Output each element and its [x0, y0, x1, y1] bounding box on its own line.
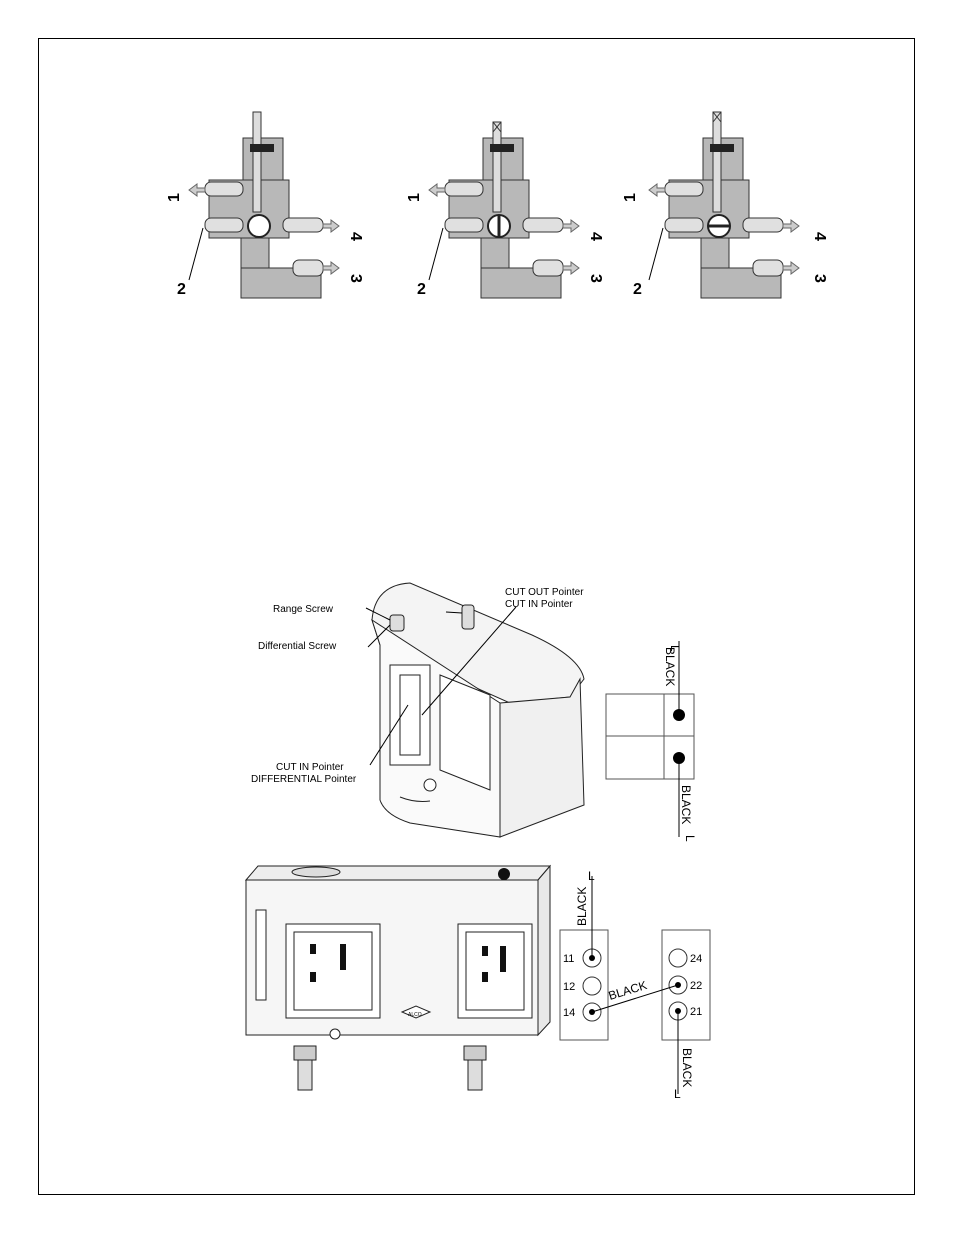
- differential-pointer-label: DIFFERENTIAL Pointer: [251, 774, 357, 785]
- wire-label-bottom: BLACK: [680, 1048, 694, 1087]
- terminal-11-label: 11: [563, 953, 574, 965]
- terminal-24-label: 24: [690, 953, 702, 965]
- wiring-diagram-single: L BLACK BLACK L: [605, 641, 697, 842]
- port-4-label: 4: [347, 232, 364, 241]
- port-3-label: 3: [347, 274, 364, 283]
- valve-diagram-1: 1 2 3 4: [166, 111, 364, 299]
- port-1-label: 1: [406, 193, 423, 202]
- port-3-label: 3: [587, 274, 604, 283]
- pressure-switch-single: Range Screw Differential Screw CUT OUT P…: [251, 582, 697, 842]
- valve-diagram-3: 1 2 3 4: [622, 111, 828, 299]
- valve-body: [204, 111, 324, 299]
- cut-out-pointer-label: CUT OUT Pointer: [505, 587, 584, 598]
- brand-logo: ALCO: [408, 1012, 422, 1018]
- port-1-label: 1: [166, 193, 183, 202]
- page-border: [38, 38, 915, 1195]
- cut-in-pointer-label-bottom: CUT IN Pointer: [276, 762, 344, 773]
- wire-label-bottom: BLACK: [679, 785, 693, 824]
- wiring-diagram-dual: 11 12 14 24 22 21 L BLACK BLACK BLACK L: [559, 869, 711, 1101]
- valve-diagram-2: 1 2 3 4: [406, 121, 604, 299]
- terminal-21-label: 21: [690, 1006, 702, 1018]
- port-1-label: 1: [622, 193, 639, 202]
- wire-label-top: BLACK: [663, 647, 677, 686]
- line-label-bottom: L: [674, 1087, 681, 1101]
- line-label-bottom: L: [683, 835, 697, 842]
- terminal-12-label: 12: [563, 981, 575, 993]
- cut-in-pointer-label-top: CUT IN Pointer: [505, 599, 573, 610]
- wire-label-cross: BLACK: [607, 978, 649, 1003]
- wire-label-top: BLACK: [575, 887, 589, 926]
- line-label-top: L: [668, 645, 682, 652]
- port-4-label: 4: [587, 232, 604, 241]
- valve-body: [664, 111, 784, 299]
- port-2-label: 2: [177, 281, 186, 298]
- terminal-14-label: 14: [563, 1007, 575, 1019]
- line-label-top: L: [588, 869, 595, 883]
- port-3-label: 3: [811, 274, 828, 283]
- valve-body: [444, 121, 564, 299]
- port-2-label: 2: [633, 281, 642, 298]
- port-4-label: 4: [811, 232, 828, 241]
- range-screw-label: Range Screw: [273, 604, 334, 615]
- switch-housing: [244, 864, 552, 1091]
- switch-housing: [371, 582, 585, 838]
- differential-screw-label: Differential Screw: [258, 641, 337, 652]
- port-2-label: 2: [417, 281, 426, 298]
- terminal-22-label: 22: [690, 980, 702, 992]
- pressure-switch-dual: ALCO 11 12 14 24 22 21 L BLACK BLACK BLA…: [244, 864, 711, 1101]
